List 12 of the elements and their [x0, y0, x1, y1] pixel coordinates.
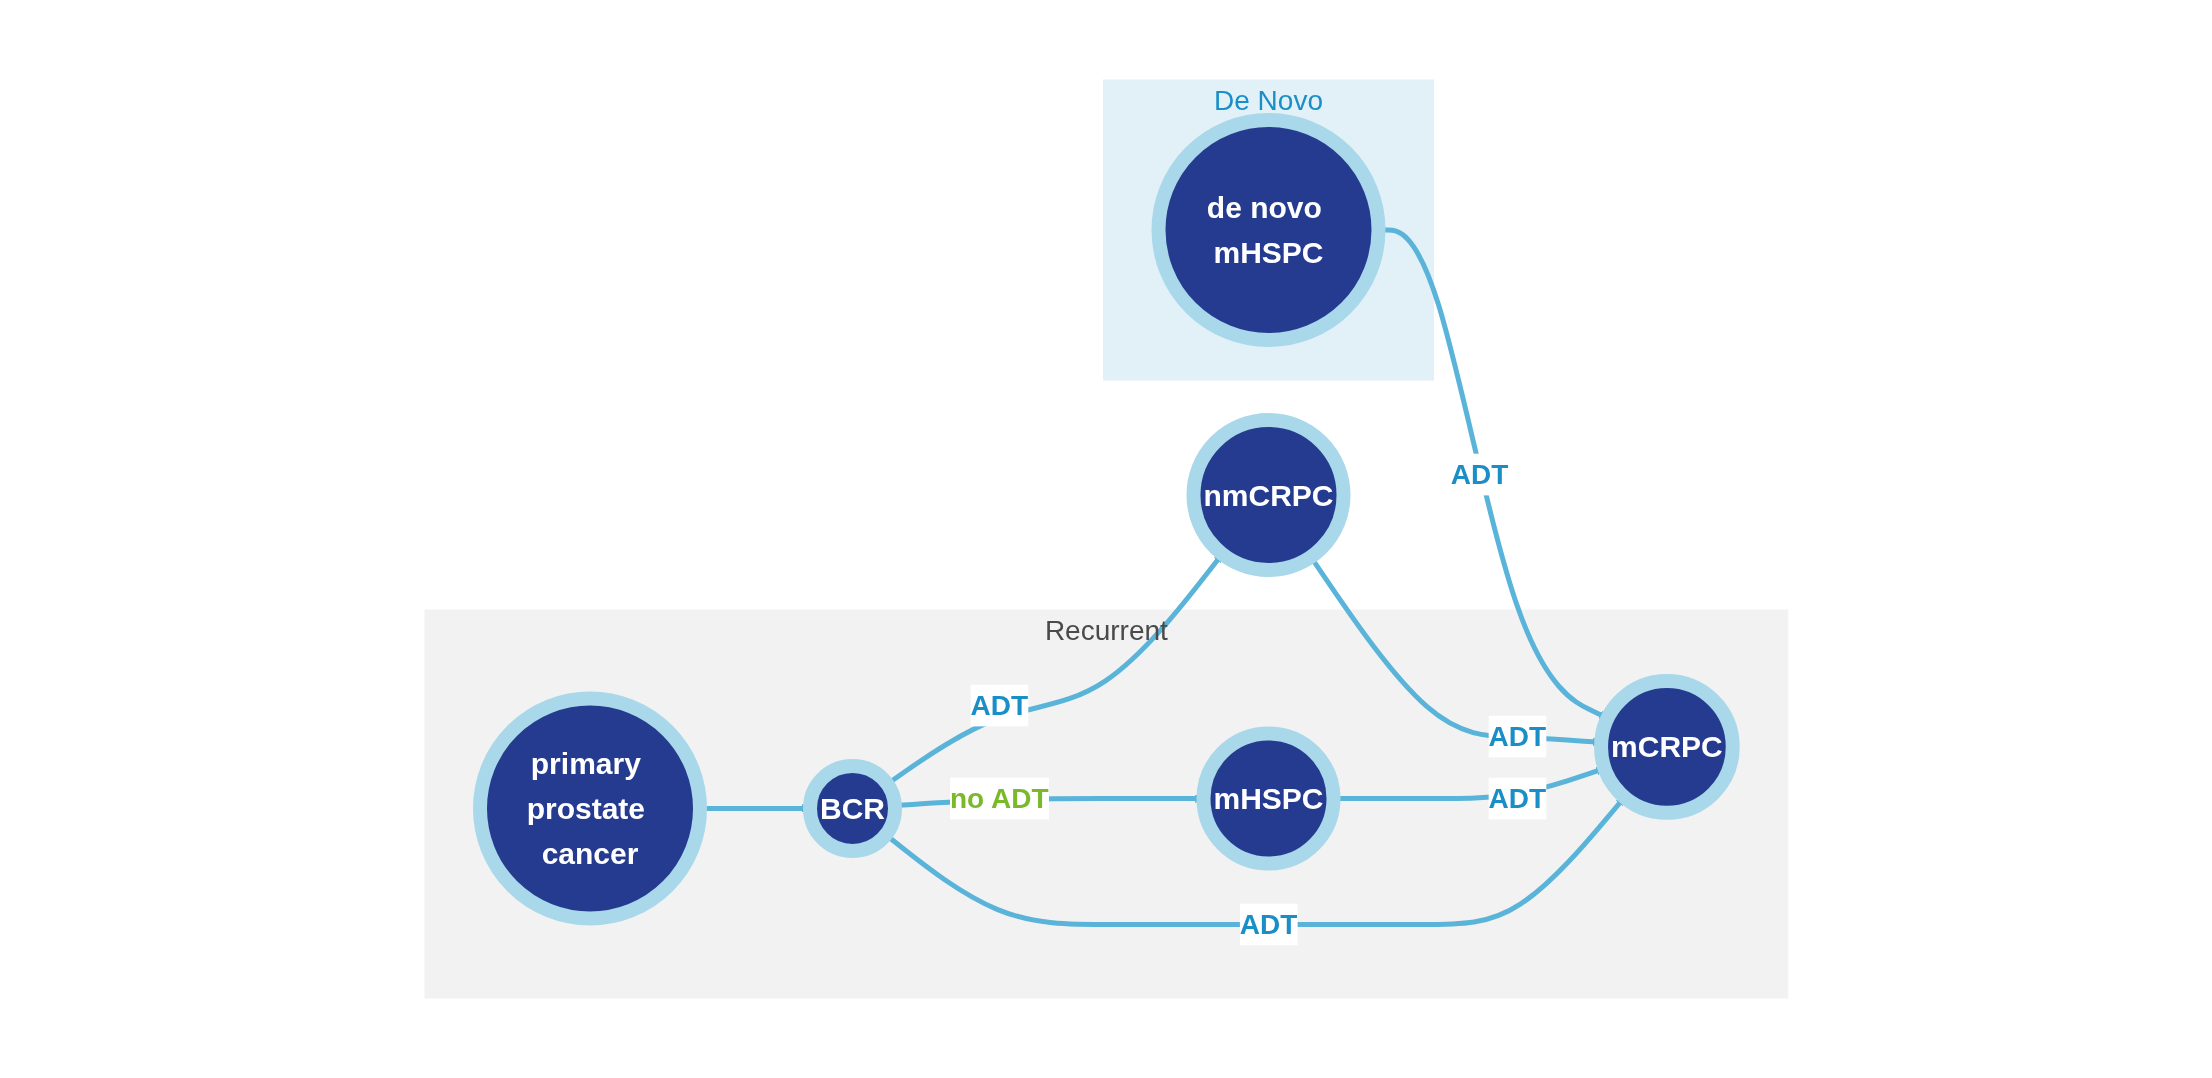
node-circle: BCR: [802, 758, 902, 858]
edge-label: ADT: [1488, 720, 1546, 752]
edge-label: ADT: [1488, 782, 1546, 814]
edge-label: no ADT: [949, 782, 1049, 814]
edge-label: ADT: [970, 689, 1028, 721]
edge-label: ADT: [1450, 458, 1508, 490]
node-circle: primary prostate cancer: [472, 691, 707, 926]
node-circle: de novo mHSPC: [1151, 113, 1386, 347]
edge-label: ADT: [1239, 908, 1297, 940]
node-circle: nmCRPC: [1186, 413, 1351, 578]
node-circle: mCRPC: [1593, 674, 1740, 820]
node-circle: mHSPC: [1196, 726, 1341, 871]
